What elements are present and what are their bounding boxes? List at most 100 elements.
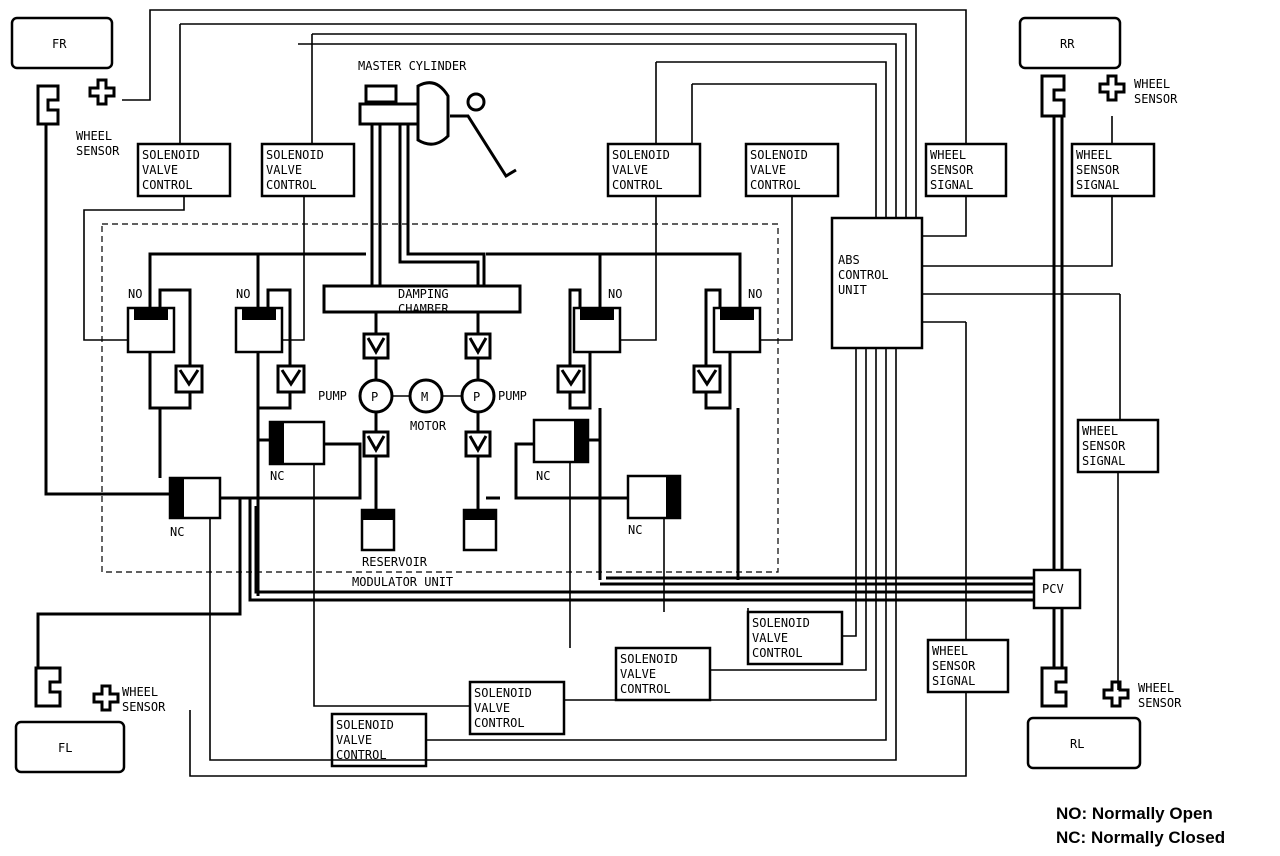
svg-text:SOLENOID: SOLENOID (336, 718, 394, 732)
solenoid-control-box-7: SOLENOID VALVE CONTROL (468, 680, 566, 736)
svg-text:SOLENOID: SOLENOID (266, 148, 324, 162)
wheel-rl: RL (1026, 716, 1142, 770)
wheel-sensor-fl-icon (92, 684, 120, 712)
wheel-fl: FL (14, 720, 126, 774)
svg-text:NO: NO (236, 287, 250, 301)
svg-text:DAMPING: DAMPING (398, 287, 449, 301)
solenoid-control-box-4: SOLENOID VALVE CONTROL (744, 142, 840, 198)
electrical-wires (83, 9, 1121, 777)
pump-right-symbol: P (473, 390, 480, 404)
wheel-sensor-fr-label: WHEEL SENSOR (76, 129, 120, 158)
legend: NO: Normally Open NC: Normally Closed (1056, 802, 1225, 850)
motor-label: MOTOR (410, 419, 447, 433)
nc-valve-3: NC (532, 418, 590, 483)
svg-text:CONTROL: CONTROL (750, 178, 801, 192)
motor-symbol: M (421, 390, 428, 404)
svg-text:NO: NO (608, 287, 622, 301)
svg-text:SOLENOID: SOLENOID (752, 616, 810, 630)
svg-text:SENSOR: SENSOR (930, 163, 974, 177)
solenoid-control-box-8: SOLENOID VALVE CONTROL (330, 712, 428, 768)
nc-valve-4: NC (626, 474, 682, 537)
wheel-sensor-rl-label: WHEEL SENSOR (1138, 681, 1182, 710)
svg-text:ABS: ABS (838, 253, 860, 267)
damping-chamber: DAMPING CHAMBER (322, 284, 522, 316)
pump-left-symbol: P (371, 390, 378, 404)
svg-text:SOLENOID: SOLENOID (750, 148, 808, 162)
svg-text:SIGNAL: SIGNAL (932, 674, 975, 688)
svg-text:CHAMBER: CHAMBER (398, 302, 449, 316)
pcv-valve: PCV (1032, 568, 1082, 610)
svg-text:WHEEL: WHEEL (1082, 424, 1118, 438)
svg-text:NO: NO (128, 287, 142, 301)
wheel-sensor-fl-label: WHEEL SENSOR (122, 685, 166, 714)
solenoid-control-box-2: SOLENOID VALVE CONTROL (260, 142, 356, 198)
caliper-fl-icon (34, 666, 62, 708)
wheel-sensor-signal-box-1: WHEEL SENSOR SIGNAL (924, 142, 1008, 198)
pump-left-label: PUMP (318, 389, 347, 403)
svg-text:CONTROL: CONTROL (142, 178, 193, 192)
svg-text:SENSOR: SENSOR (1082, 439, 1126, 453)
wheel-rl-label: RL (1070, 737, 1084, 751)
wheel-sensor-fr-icon (88, 78, 116, 106)
modulator-unit-label: MODULATOR UNIT (352, 575, 453, 589)
pump-left: P PUMP (318, 378, 394, 414)
svg-text:NC: NC (628, 523, 642, 537)
nc-valve-1: NC (168, 476, 222, 539)
wheel-sensor-rr-label: WHEEL SENSOR (1134, 77, 1178, 106)
master-cylinder-label: MASTER CYLINDER (358, 59, 467, 73)
caliper-fr-icon (36, 84, 60, 126)
svg-text:WHEEL: WHEEL (76, 129, 112, 143)
svg-text:SENSOR: SENSOR (932, 659, 976, 673)
check-valves (174, 332, 722, 458)
svg-text:WHEEL: WHEEL (930, 148, 966, 162)
svg-text:VALVE: VALVE (752, 631, 788, 645)
pump-right: P PUMP (460, 378, 527, 414)
svg-text:SOLENOID: SOLENOID (142, 148, 200, 162)
svg-text:SOLENOID: SOLENOID (612, 148, 670, 162)
svg-text:CONTROL: CONTROL (474, 716, 525, 730)
reservoir-left (360, 508, 396, 552)
svg-text:CONTROL: CONTROL (612, 178, 663, 192)
svg-text:SIGNAL: SIGNAL (1082, 454, 1125, 468)
svg-text:CONTROL: CONTROL (620, 682, 671, 696)
svg-text:WHEEL: WHEEL (1076, 148, 1112, 162)
wheel-fl-label: FL (58, 741, 72, 755)
svg-text:SIGNAL: SIGNAL (1076, 178, 1119, 192)
master-cylinder: MASTER CYLINDER (358, 59, 517, 179)
svg-text:VALVE: VALVE (142, 163, 178, 177)
svg-text:VALVE: VALVE (620, 667, 656, 681)
svg-text:NC: NC (270, 469, 284, 483)
solenoid-control-box-3: SOLENOID VALVE CONTROL (606, 142, 702, 198)
legend-normally-open: NO: Normally Open (1056, 804, 1213, 823)
svg-text:VALVE: VALVE (336, 733, 372, 747)
caliper-rr-icon (1040, 74, 1066, 118)
svg-text:VALVE: VALVE (474, 701, 510, 715)
svg-text:CONTROL: CONTROL (752, 646, 803, 660)
hydraulic-lines (36, 116, 1064, 668)
wheel-sensor-rl-icon (1102, 680, 1130, 708)
svg-text:CONTROL: CONTROL (838, 268, 889, 282)
legend-normally-closed: NC: Normally Closed (1056, 828, 1226, 847)
wheel-rr: RR (1018, 16, 1122, 70)
pump-right-label: PUMP (498, 389, 527, 403)
caliper-rl-icon (1040, 666, 1068, 708)
svg-text:SOLENOID: SOLENOID (474, 686, 532, 700)
svg-text:VALVE: VALVE (266, 163, 302, 177)
svg-text:VALVE: VALVE (750, 163, 786, 177)
svg-text:WHEEL: WHEEL (932, 644, 968, 658)
wheel-fr-label: FR (52, 37, 67, 51)
svg-text:SOLENOID: SOLENOID (620, 652, 678, 666)
svg-text:SENSOR: SENSOR (1076, 163, 1120, 177)
svg-text:SIGNAL: SIGNAL (930, 178, 973, 192)
abs-control-unit: ABS CONTROL UNIT (830, 216, 924, 350)
svg-text:SENSOR: SENSOR (76, 144, 120, 158)
no-valve-2: NO (234, 287, 284, 354)
svg-text:UNIT: UNIT (838, 283, 867, 297)
solenoid-control-box-5: SOLENOID VALVE CONTROL (746, 610, 844, 666)
svg-text:SENSOR: SENSOR (1138, 696, 1182, 710)
solenoid-control-box-1: SOLENOID VALVE CONTROL (136, 142, 232, 198)
reservoir-label: RESERVOIR (362, 555, 428, 569)
svg-text:SENSOR: SENSOR (1134, 92, 1178, 106)
nc-valve-2: NC (268, 420, 326, 483)
